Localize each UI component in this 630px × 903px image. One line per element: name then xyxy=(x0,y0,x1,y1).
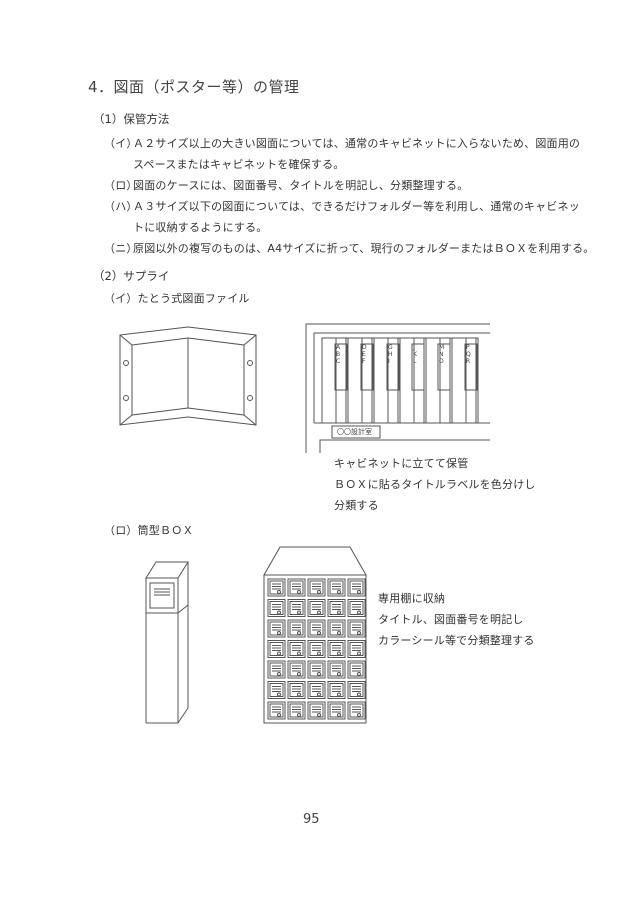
item-ni-label: （ニ） xyxy=(104,242,138,255)
item-ro-line1: 図面のケースには、図面番号、タイトルを明記し、分類整理する。 xyxy=(133,179,469,192)
tube-box-illustration xyxy=(145,561,189,724)
item-ha-line1: Ａ３サイズ以下の図面については、できるだけフォルダー等を利用し、通常のキャビネッ xyxy=(133,200,580,213)
item-i-line1: Ａ２サイズ以上の大きい図面については、通常のキャビネットに入らないため、図面用の xyxy=(133,137,581,150)
cabinet-plate-label: 〇〇設計室 xyxy=(337,428,372,436)
item-ro-label: （ロ） xyxy=(104,179,138,192)
item-tube-box-title: （ロ）筒型ＢＯＸ xyxy=(104,524,194,537)
item-i-line2: スペースまたはキャビネットを確保する。 xyxy=(133,158,345,171)
item-ha-label: （ハ） xyxy=(104,200,138,213)
folding-file-illustration xyxy=(119,326,257,426)
subsection-title-supply: （2）サプライ xyxy=(93,269,170,283)
section-title: 4．図面（ポスター等）の管理 xyxy=(88,78,300,96)
subsection-title-storage: （1）保管方法 xyxy=(93,112,170,126)
cabinet-caption-1: キャビネットに立てて保管 xyxy=(334,457,469,470)
item-ni-line1: 原図以外の複写のものは、A4サイズに折って、現行のフォルダーまたはＢＯＸを利用す… xyxy=(133,242,595,255)
shelf-caption-2: タイトル、図面番号を明記し xyxy=(378,613,524,626)
cabinet-caption-2: ＢＯＸに貼るタイトルラベルを色分けし xyxy=(334,478,536,491)
item-i-label: （イ） xyxy=(104,137,138,150)
item-ha-line2: トに収納するようにする。 xyxy=(133,221,268,234)
cabinet-illustration xyxy=(305,323,490,453)
tube-shelf-illustration xyxy=(263,546,367,724)
item-folder-title: （イ）たとう式図面ファイル xyxy=(104,292,250,305)
shelf-caption-1: 専用棚に収納 xyxy=(378,592,446,605)
cabinet-caption-3: 分類する xyxy=(334,499,379,512)
shelf-caption-3: カラーシール等で分類整理する xyxy=(378,634,535,647)
page-number: 95 xyxy=(303,812,320,827)
